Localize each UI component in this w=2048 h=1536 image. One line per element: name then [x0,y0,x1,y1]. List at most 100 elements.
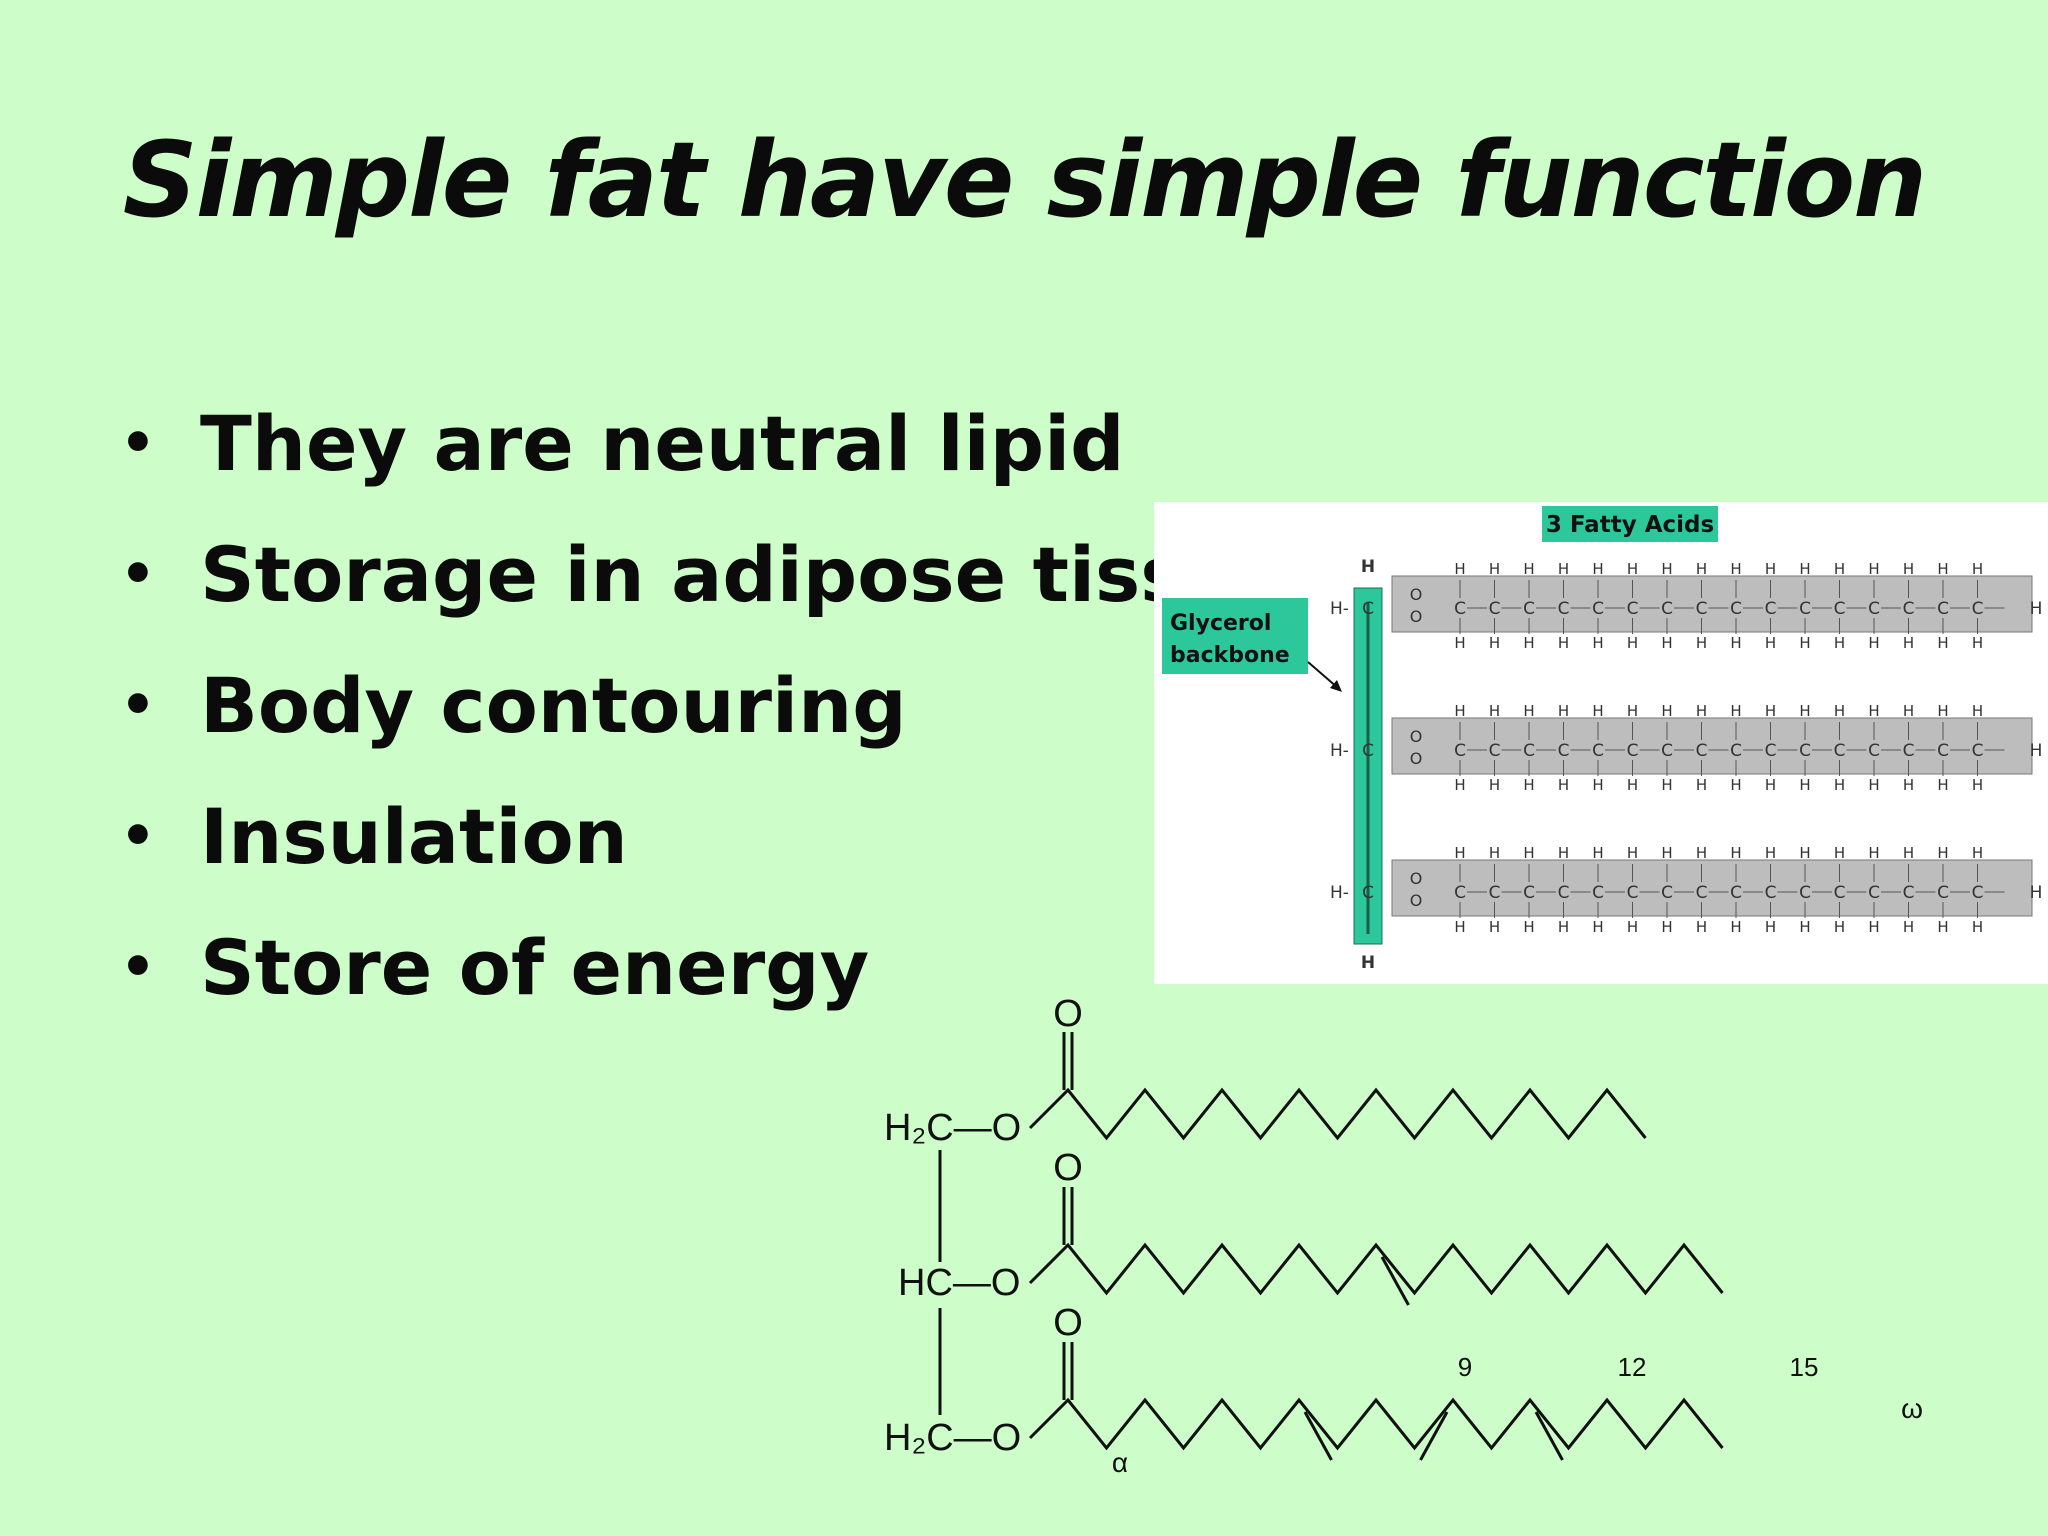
chain-h-atom-bottom: H [1523,918,1534,936]
carbonyl-o-1: O [1053,993,1083,1035]
glycerol-arrow-head [1330,680,1342,692]
fatty-acid-skeletons [1028,1032,1724,1461]
chain-h-atom-top: H [1765,844,1776,862]
bullet-marker: • [120,411,156,476]
chain-c-atom: C [1661,883,1673,903]
bullet-list: • They are neutral lipid • Storage in adip… [120,378,1336,1033]
chain-h-atom-bottom: H [1592,918,1603,936]
ester-o-atom: O [1410,891,1423,910]
bullet-marker: • [120,673,156,738]
carbonyl-o-3: O [1053,1302,1083,1344]
alpha-label: α [1112,1447,1128,1478]
chain-h-atom-bottom: H [1868,776,1879,794]
chain-h-atom-top: H [1627,560,1638,578]
ester-o-atom: O [1410,607,1423,626]
glycerol-label-line1: Glycerol [1170,611,1271,636]
chain-c-atom: C [1834,741,1846,761]
chain-c-atom: C [1523,741,1535,761]
chain-h-atom-bottom: H [1765,918,1776,936]
position-15-label: 15 [1790,1352,1819,1382]
chain-c-atom: C [1592,741,1604,761]
chain-h-atom-top: H [1834,702,1845,720]
bullet-text: Store of energy [200,923,870,1012]
glycerol-c-atom: C [1362,883,1374,903]
chain-h-atom-top: H [1696,560,1707,578]
chain-h-atom-top: H [1558,702,1569,720]
chain-c-atom: C [1903,599,1915,619]
bullet-item: • Store of energy [120,902,1336,1033]
bullet-marker: • [120,542,156,607]
chain-c-atom: C [1696,599,1708,619]
chain-c-atom: C [1558,741,1570,761]
chain-h-atom-top: H [1558,844,1569,862]
chain-h-atom-top: H [1730,560,1741,578]
chain-h-atom-bottom: H [1592,634,1603,652]
position-9-label: 9 [1458,1352,1472,1382]
chain-c-atom: C [1765,599,1777,619]
bullet-item: • Storage in adipose tissues [120,509,1336,640]
fatty-acids-label-bg [1542,506,1718,542]
slide-title: Simple fat have simple function [122,119,1927,241]
chain-h-atom-bottom: H [1834,776,1845,794]
chain-h-atom-bottom: H [1903,776,1914,794]
bullet-marker: • [120,935,156,1000]
chain-c-atom: C [1489,741,1501,761]
cis-double-bond [1534,1411,1564,1461]
chain-h-atom-bottom: H [1661,918,1672,936]
chain-c-atom: C [1799,883,1811,903]
chain-h-atom-bottom: H [1489,634,1500,652]
chain-h-atom-top: H [1834,560,1845,578]
fatty-acid-chain-box [1391,717,2033,775]
chain-h-atom-top: H [1489,702,1500,720]
bullet-text: Storage in adipose tissues [200,530,1337,619]
chain-h-atom-top: H [1868,844,1879,862]
saturated-chain [1028,1087,1647,1141]
chain-c-atom: C [1903,741,1915,761]
polyunsaturated-chain [1028,1397,1724,1451]
chain-h-atom-bottom: H [1972,776,1983,794]
chain-c-atom: C [1523,599,1535,619]
glycerol-c-atom: C [1362,599,1374,619]
chain-h-atom-bottom: H [1489,918,1500,936]
chain-h-atom-top: H [1937,702,1948,720]
chain-h-atom-bottom: H [1834,918,1845,936]
chain-h-atom-top: H [1903,560,1914,578]
chain-h-atom-top: H [1972,702,1983,720]
chain-h-atom-bottom: H [1730,634,1741,652]
chain-h-atom-bottom: H [1627,918,1638,936]
cis-double-bond [1380,1256,1410,1306]
top-hydrogen: H [1361,557,1375,577]
chain-c-atom: C [1558,883,1570,903]
cis-double-bond [1303,1411,1333,1461]
chain-h-atom-bottom: H [1765,634,1776,652]
chain-c-atom: C [1868,741,1880,761]
chain-h-atom-top: H [1592,560,1603,578]
chain-h-atom-top: H [1834,844,1845,862]
chain-h-atom-bottom: H [1489,776,1500,794]
chain-h-atom-top: H [1489,844,1500,862]
chain-c-atom: C [1937,599,1949,619]
bullet-text: They are neutral lipid [200,399,1125,488]
glycerol-h-atom: H- [1330,741,1349,761]
chain-c-atom: C [1454,741,1466,761]
chain-h-atom-bottom: H [1523,634,1534,652]
chain-h-atom-top: H [1661,844,1672,862]
chain-c-atom: C [1730,741,1742,761]
chain-h-atom-top: H [1523,844,1534,862]
chain-h-atom-bottom: H [1558,918,1569,936]
row2-group: HC—O [898,1262,1020,1304]
chain-h-atom-top: H [1627,702,1638,720]
chain-h-atom-bottom: H [1454,776,1465,794]
chain-c-atom: C [1799,741,1811,761]
chain-c-atom: C [1489,883,1501,903]
chain-h-atom-top: H [1558,560,1569,578]
chain-h-atom-top: H [1489,560,1500,578]
chain-c-atom: C [1868,599,1880,619]
chain-c-atom: C [1627,741,1639,761]
chain-c-atom: C [1454,883,1466,903]
fatty-acids-label: 3 Fatty Acids [1546,512,1714,538]
chain-c-atom: C [1868,883,1880,903]
chain-h-atom-top: H [1799,702,1810,720]
glycerol-c-atom: C [1362,741,1374,761]
